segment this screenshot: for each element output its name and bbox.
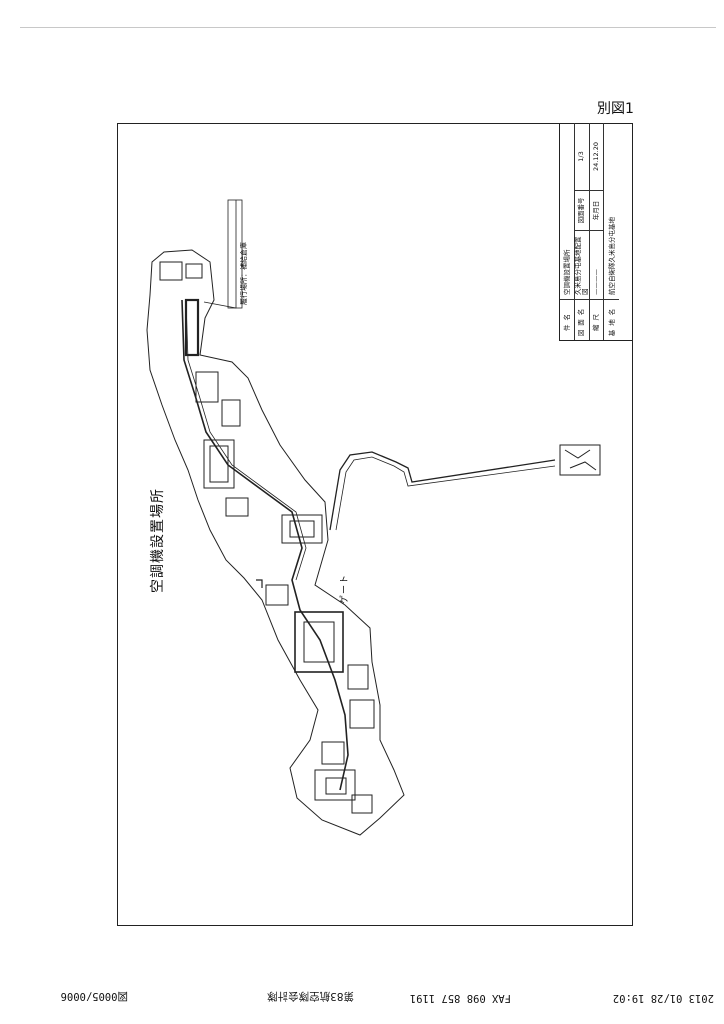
title-block-row: 件名 空調機設置場所 <box>560 123 575 340</box>
gate-label: ゲート <box>340 573 350 604</box>
fax-footer: 2013 01/28 19:02 FAX 098 857 1191 第83航空隊… <box>0 985 724 1009</box>
attachment-label: 別図1 <box>597 101 634 117</box>
access-road <box>329 451 556 531</box>
title-block-end: 24.12.20 <box>589 123 604 191</box>
title-block-row: 基地名 航空自衛隊久米島分屯基地 <box>604 123 620 340</box>
title-block-mid: 図面番号 <box>574 191 589 231</box>
title-block-row: 縮尺 ———— 年月日 24.12.20 <box>589 123 605 340</box>
title-block-mid: 年月日 <box>589 191 604 231</box>
title-block-row: 図面名 久米島分屯基地配置図 図面番号 1/3 <box>574 123 590 340</box>
title-block-key: 縮尺 <box>589 299 604 340</box>
title-block-value: ———— <box>592 269 601 295</box>
target-warehouse <box>184 298 200 357</box>
title-block-key: 件名 <box>560 299 574 340</box>
fax-datetime: 2013 01/28 19:02 <box>612 992 714 1004</box>
fax-page-number: 図0005/0006 <box>60 990 128 1002</box>
location-leader <box>203 200 237 309</box>
location-label: 履行場所：補給倉庫 <box>240 242 248 305</box>
title-block-end: 1/3 <box>574 123 589 191</box>
title-block-value: 久米島分屯基地配置図 <box>574 236 589 296</box>
map-frame <box>117 123 633 926</box>
title-block-value: 空調機設置場所 <box>562 249 571 296</box>
map-title: 空調機設置場所 <box>150 488 166 593</box>
fax-sender: 第83航空隊会計隊 <box>267 990 354 1002</box>
site-boundary <box>146 249 405 836</box>
title-block: 件名 空調機設置場所 図面名 久米島分屯基地配置図 図面番号 1/3 縮尺 ——… <box>559 123 633 341</box>
title-block-value: 航空自衛隊久米島分屯基地 <box>607 217 616 295</box>
gate-marker <box>256 579 263 588</box>
fax-number: FAX 098 857 1191 <box>409 992 511 1004</box>
title-block-key: 基地名 <box>604 299 620 340</box>
remote-facility <box>559 444 601 476</box>
main-road <box>181 299 349 791</box>
title-block-key: 図面名 <box>574 299 589 340</box>
building-large <box>294 611 344 673</box>
fax-header-line <box>20 27 716 28</box>
